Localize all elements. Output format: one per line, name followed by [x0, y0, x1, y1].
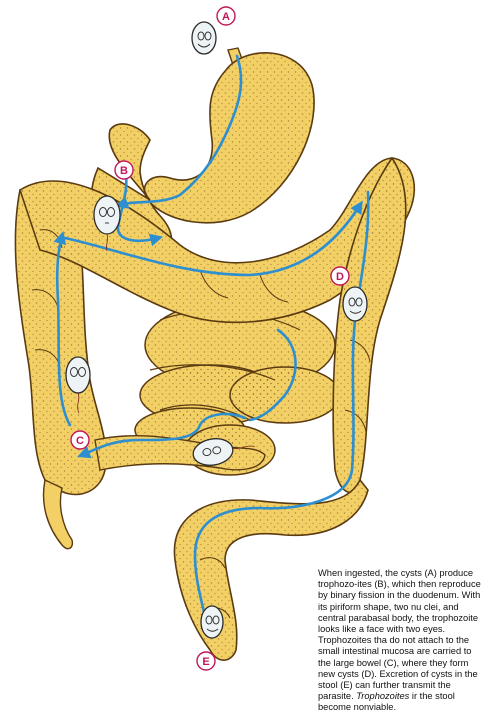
label-a-text: A — [222, 11, 230, 23]
label-e: E — [197, 652, 215, 670]
cyst-icon-descending — [343, 287, 367, 321]
label-c: C — [71, 431, 89, 449]
label-b-text: B — [120, 165, 128, 177]
giardia-life-cycle-diagram: A B C D E When ingested, the cysts (A) p… — [0, 0, 489, 682]
stomach — [144, 48, 314, 223]
caption-italic: Trophozoites — [356, 691, 409, 701]
cyst-icon-rectum — [201, 606, 223, 638]
cyst-icon — [192, 22, 216, 54]
caption-part-1: When ingested, the cysts (A) produce tro… — [318, 568, 481, 701]
label-d-text: D — [336, 271, 344, 283]
label-c-text: C — [76, 435, 84, 447]
label-a: A — [217, 7, 235, 25]
label-e-text: E — [202, 656, 209, 668]
figure-caption: When ingested, the cysts (A) produce tro… — [318, 568, 486, 714]
label-d: D — [331, 267, 349, 285]
label-b: B — [115, 161, 133, 179]
